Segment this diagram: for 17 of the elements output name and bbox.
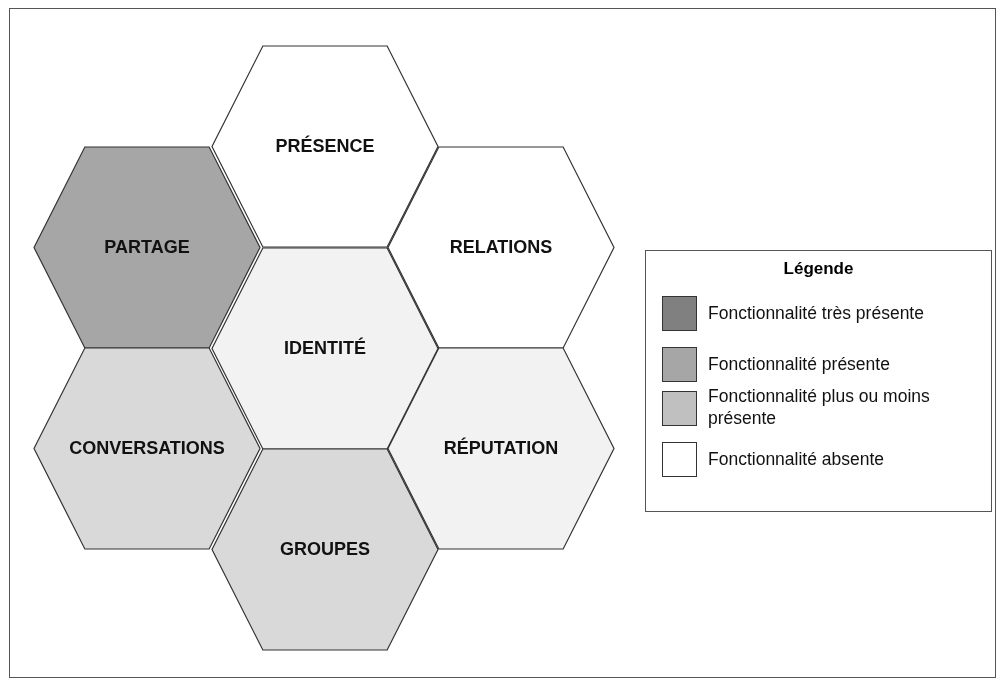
legend-text: Fonctionnalité absente [708,448,886,470]
hexagon-label: RELATIONS [449,236,553,258]
legend-text: Fonctionnalité présente [708,353,891,375]
hexagon-label: PARTAGE [104,236,190,258]
hexagon [212,45,438,247]
legend-title: Légende [782,259,855,279]
legend-text: Fonctionnalité très présente [708,302,925,324]
hexagon [34,347,260,549]
hexagon [388,146,614,348]
hexagon-label: PRÉSENCE [275,135,375,157]
hexagon [388,347,614,549]
hexagon [34,146,260,348]
legend-text: Fonctionnalité plus ou moins présente [708,385,931,429]
hexagon-label: CONVERSATIONS [69,437,225,459]
hexagon-label: IDENTITÉ [284,337,366,359]
hexagon-label: RÉPUTATION [443,437,559,459]
hexagon-label: GROUPES [280,538,370,560]
